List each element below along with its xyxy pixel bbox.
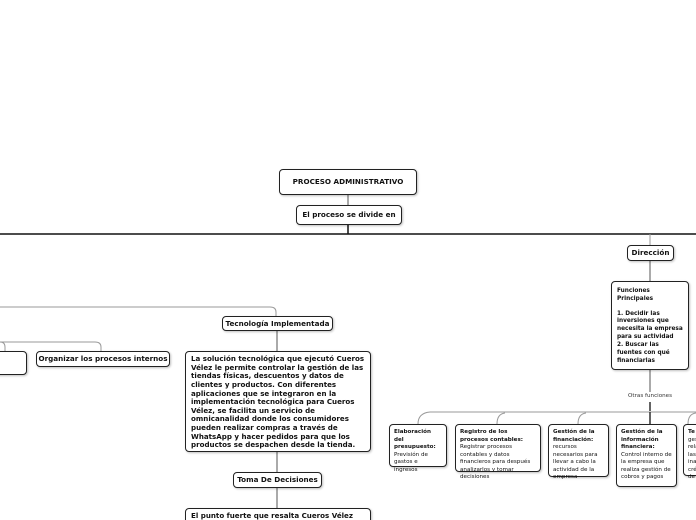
otra-funcion-desc: recursos necesarios para llevar a cabo l…: [553, 444, 598, 481]
otra-funcion-title: Te: [688, 429, 695, 435]
funciones-title: Funciones Principales: [617, 288, 654, 302]
tecnologia-label: Tecnología Implementada: [225, 318, 330, 328]
otra-funcion-title: Gestión de la información financiera:: [621, 429, 663, 451]
otra-funcion-desc: Registrar procesos contables y datos fin…: [460, 444, 531, 481]
otra-funcion-partial[interactable]: Te ges rela las fina cré de: [683, 424, 696, 480]
funciones-item-1: 1. Decidir las inversiones que necesita …: [617, 310, 683, 341]
toma-label: Toma De Decisiones: [237, 475, 318, 485]
otras-funciones-label: Otras funciones: [628, 393, 673, 399]
otra-funcion-title: Elaboración del presupuesto:: [394, 429, 436, 451]
tecnologia-text: La solución tecnológica que ejecutó Cuer…: [191, 354, 365, 450]
divider-node[interactable]: El proceso se divide en: [296, 205, 402, 225]
offscreen-left-node[interactable]: [0, 351, 27, 375]
divider-label: El proceso se divide en: [302, 210, 396, 220]
otra-funcion-informacion[interactable]: Gestión de la información financiera: Co…: [616, 424, 677, 487]
otra-funcion-desc: ges rela las fina cré de: [688, 436, 696, 481]
otra-funcion-financiacion[interactable]: Gestión de la financiación: recursos nec…: [548, 424, 609, 480]
toma-node[interactable]: Toma De Decisiones: [233, 472, 322, 488]
funciones-item-2: 2. Buscar las fuentes con qué financiarl…: [617, 341, 670, 364]
otra-funcion-presupuesto[interactable]: Elaboración del presupuesto: Previsión d…: [389, 424, 447, 473]
funciones-principales-node[interactable]: Funciones Principales 1. Decidir las inv…: [611, 281, 689, 370]
otra-funcion-desc: Control interno de la empresa que realiz…: [621, 451, 672, 481]
otra-funcion-desc: Previsión de gastos e ingresos: [394, 451, 428, 473]
organizar-label: Organizar los procesos internos: [38, 354, 168, 364]
toma-text-node[interactable]: El punto fuerte que resalta Cueros Vélez…: [185, 508, 371, 520]
direccion-label: Dirección: [631, 248, 670, 258]
root-node[interactable]: PROCESO ADMINISTRATIVO: [279, 169, 417, 195]
tecnologia-node[interactable]: Tecnología Implementada: [222, 316, 333, 331]
organizar-node[interactable]: Organizar los procesos internos: [36, 351, 170, 367]
direccion-node[interactable]: Dirección: [627, 245, 674, 261]
otra-funcion-registro[interactable]: Registro de los procesos contables: Regi…: [455, 424, 541, 480]
otra-funcion-title: Registro de los procesos contables:: [460, 429, 524, 443]
root-title: PROCESO ADMINISTRATIVO: [292, 177, 404, 187]
otra-funcion-title: Gestión de la financiación:: [553, 429, 595, 443]
toma-text: El punto fuerte que resalta Cueros Vélez…: [191, 511, 353, 520]
tecnologia-text-node[interactable]: La solución tecnológica que ejecutó Cuer…: [185, 351, 371, 452]
